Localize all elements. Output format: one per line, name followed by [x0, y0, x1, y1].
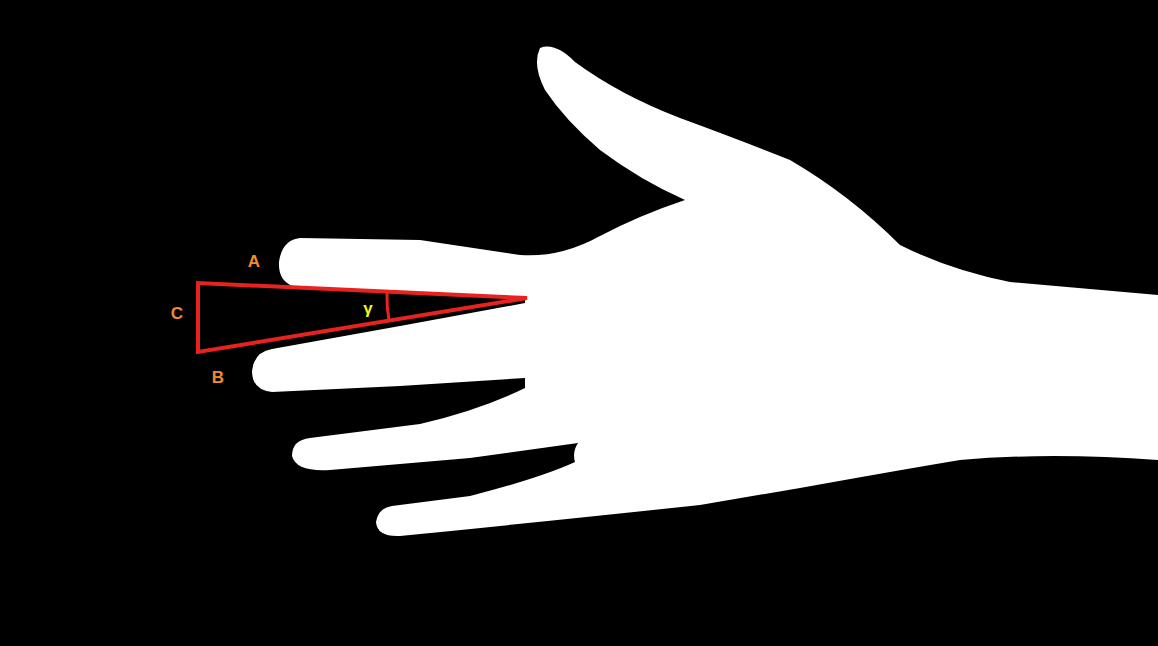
vertex-label: C: [171, 304, 183, 324]
vertex-label: A: [248, 252, 260, 272]
vertex-label: B: [212, 368, 224, 388]
angle-label: γ: [363, 299, 372, 319]
angle-arc: [387, 292, 389, 321]
angle-triangle: [198, 283, 527, 352]
